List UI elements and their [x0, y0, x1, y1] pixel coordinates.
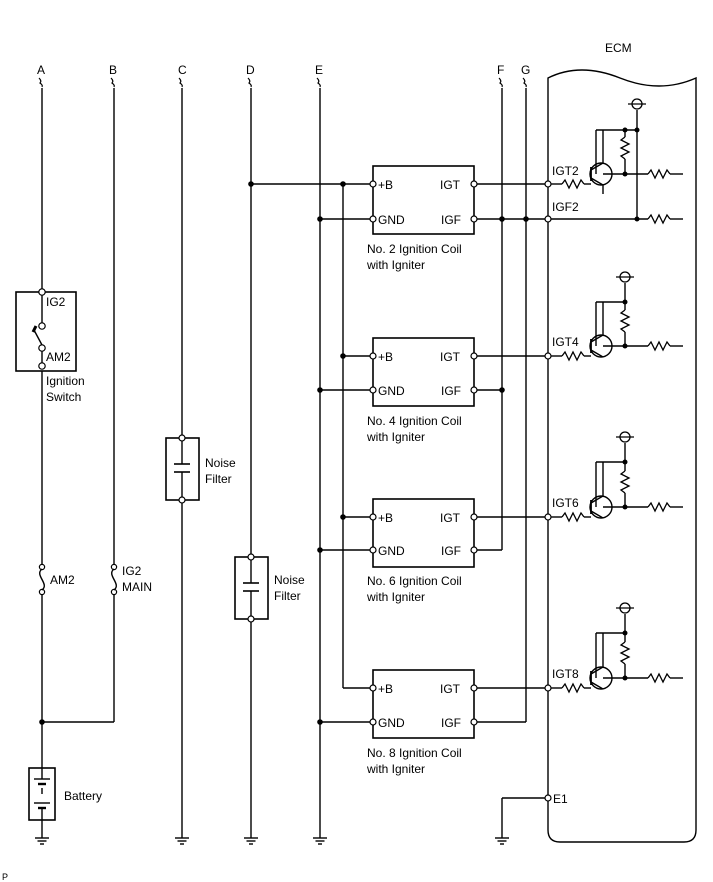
ecm-signal-lines — [477, 180, 552, 692]
ecm-e1-ground — [494, 794, 552, 845]
coil-4-name-line2: with Igniter — [366, 430, 425, 444]
ignition-switch-name-line2: Switch — [46, 390, 81, 404]
ecm-driver-igt4 — [551, 271, 683, 361]
ignition-coil-8 — [369, 669, 478, 739]
noise-filter-d-line2: Filter — [274, 589, 301, 603]
wire-letter-c: C — [178, 63, 187, 77]
ecm-driver-igt6 — [551, 431, 683, 522]
ignition-switch — [15, 288, 77, 372]
coil-2-name-line1: No. 2 Ignition Coil — [367, 242, 462, 256]
wire-c — [174, 88, 190, 845]
ig2-main-fuse-label-line2: MAIN — [122, 580, 152, 594]
wire-letters: A B C D E F G — [37, 63, 530, 77]
wire-letter-e: E — [315, 63, 323, 77]
ecm-driver-igt2 — [551, 98, 683, 224]
wire-letter-d: D — [246, 63, 255, 77]
am2-fuse — [38, 563, 46, 596]
wire-letter-b: B — [109, 63, 117, 77]
coil-6-name-line1: No. 6 Ignition Coil — [367, 574, 462, 588]
ecm-pin-igt2: IGT2 — [552, 164, 579, 178]
footer-mark: P — [2, 872, 8, 882]
coil-6-pin-igt: IGT — [440, 511, 461, 525]
noise-filter-c-line1: Noise — [205, 456, 236, 470]
coil-4-name-line1: No. 4 Ignition Coil — [367, 414, 462, 428]
ignition-switch-pin-ig2: IG2 — [46, 295, 66, 309]
coil-4-pin-gnd: GND — [378, 384, 405, 398]
coil-6-name-line2: with Igniter — [366, 590, 425, 604]
ecm-pin-igt6: IGT6 — [552, 496, 579, 510]
wire-a — [34, 88, 114, 845]
coil-8-pin-b: +B — [378, 682, 393, 696]
coil-8-name-line2: with Igniter — [366, 762, 425, 776]
ignition-coil-2 — [369, 165, 478, 235]
wire-letter-f: F — [497, 63, 504, 77]
noise-filter-c — [165, 434, 200, 504]
noise-filter-d-line1: Noise — [274, 573, 305, 587]
ignition-switch-pin-am2: AM2 — [46, 350, 71, 364]
coil-2-pin-b: +B — [378, 178, 393, 192]
noise-filter-d — [234, 553, 269, 623]
ignition-coil-6 — [369, 498, 478, 568]
wire-d — [243, 88, 373, 845]
battery-label: Battery — [64, 789, 102, 803]
coil-4-pin-igt: IGT — [440, 350, 461, 364]
wire-letter-a: A — [37, 63, 45, 77]
coil-8-name-line1: No. 8 Ignition Coil — [367, 746, 462, 760]
coil-8-pin-gnd: GND — [378, 716, 405, 730]
ecm-pin-igt8: IGT8 — [552, 667, 579, 681]
coil-2-pin-igt: IGT — [440, 178, 461, 192]
wire-e — [312, 88, 373, 845]
ignition-switch-name-line1: Ignition — [46, 374, 85, 388]
coil-2-pin-gnd: GND — [378, 213, 405, 227]
coil-2-pin-igf: IGF — [441, 213, 461, 227]
ecm-driver-igt8 — [551, 602, 683, 693]
coil-2-name-line2: with Igniter — [366, 258, 425, 272]
coil-8-pin-igt: IGT — [440, 682, 461, 696]
coil-4-pin-b: +B — [378, 350, 393, 364]
ecm-pin-igf2: IGF2 — [552, 200, 579, 214]
coil-6-pin-b: +B — [378, 511, 393, 525]
wire-cut-marks — [38, 77, 527, 88]
ig2-main-fuse-label-line1: IG2 — [122, 564, 142, 578]
coil-6-pin-gnd: GND — [378, 544, 405, 558]
am2-fuse-label: AM2 — [50, 573, 75, 587]
noise-filter-c-line2: Filter — [205, 472, 232, 486]
coil-4-pin-igf: IGF — [441, 384, 461, 398]
ecm-pin-igt4: IGT4 — [552, 335, 579, 349]
ecm-body — [547, 69, 697, 843]
coil-6-pin-igf: IGF — [441, 544, 461, 558]
ig2-main-fuse — [110, 563, 118, 596]
ecm-label: ECM — [605, 41, 632, 55]
coil-8-pin-igf: IGF — [441, 716, 461, 730]
ecm-pin-e1: E1 — [553, 792, 568, 806]
ignition-coil-4 — [369, 337, 478, 407]
wire-letter-g: G — [521, 63, 530, 77]
wire-f — [474, 88, 505, 551]
battery — [28, 767, 56, 821]
